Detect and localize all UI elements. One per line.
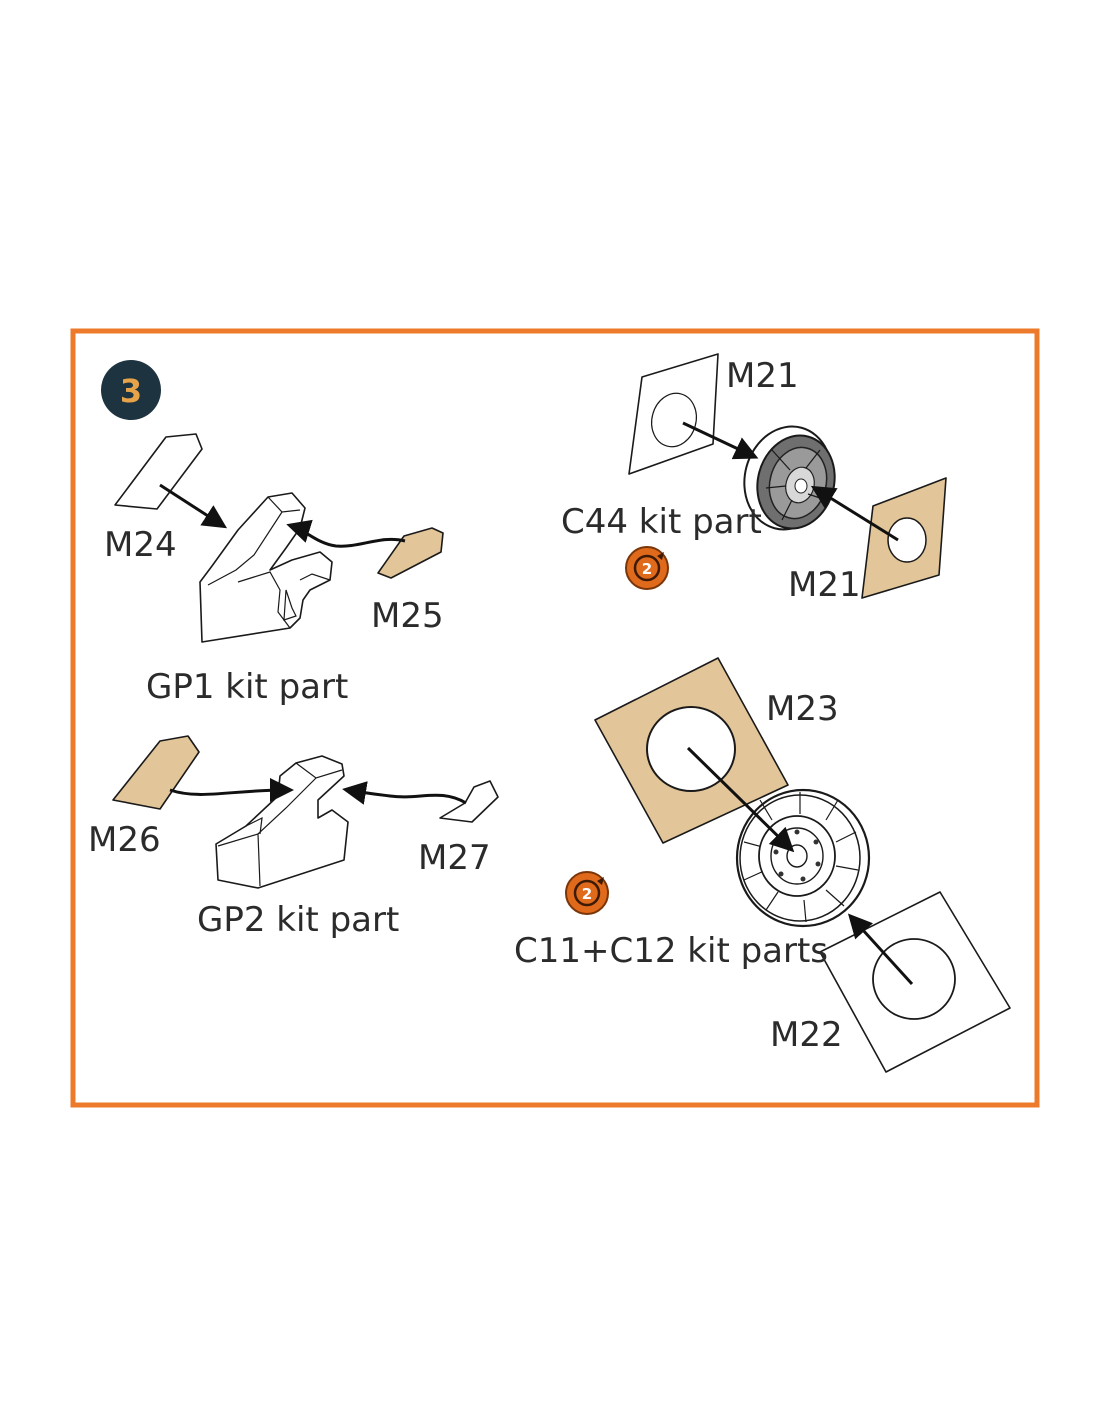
c11c12-wheel <box>735 788 871 928</box>
label-gp2: GP2 kit part <box>197 900 399 940</box>
gp2-assembly: M26 M27 GP2 kit part <box>88 735 499 940</box>
label-m21-top: M21 <box>726 356 799 396</box>
c44-assembly: M21 C44 kit part M21 2 <box>561 353 947 605</box>
svg-text:2: 2 <box>642 560 652 578</box>
m22-mask <box>819 891 1011 1073</box>
label-m24: M24 <box>104 525 177 565</box>
m27-mask <box>439 780 499 823</box>
gp2-part <box>215 755 349 889</box>
label-m27: M27 <box>418 838 491 878</box>
step-frame <box>70 328 1040 1108</box>
label-m23: M23 <box>766 689 839 729</box>
c11c12-assembly: M23 C11+C12 kit parts M22 2 <box>514 657 1011 1073</box>
label-m22: M22 <box>770 1015 843 1055</box>
svg-text:2: 2 <box>582 885 592 903</box>
step-badge: 3 <box>101 360 161 420</box>
label-m26: M26 <box>88 820 161 860</box>
m21-bottom-mask <box>861 477 947 599</box>
label-c11c12: C11+C12 kit parts <box>514 931 828 971</box>
gp1-assembly: M24 M25 GP1 kit part <box>104 433 444 707</box>
m21-top-mask <box>628 353 719 475</box>
gp1-part <box>199 492 333 643</box>
m25-mask <box>377 527 444 579</box>
label-gp1: GP1 kit part <box>146 667 348 707</box>
label-m25: M25 <box>371 596 444 636</box>
m24-mask <box>114 433 203 510</box>
paint-color-2-icon: 2 <box>625 546 669 590</box>
label-c44: C44 kit part <box>561 502 762 542</box>
label-m21-bottom: M21 <box>788 565 861 605</box>
paint-color-2-icon: 2 <box>565 871 609 915</box>
m26-mask <box>112 735 200 810</box>
step-number: 3 <box>120 372 142 410</box>
